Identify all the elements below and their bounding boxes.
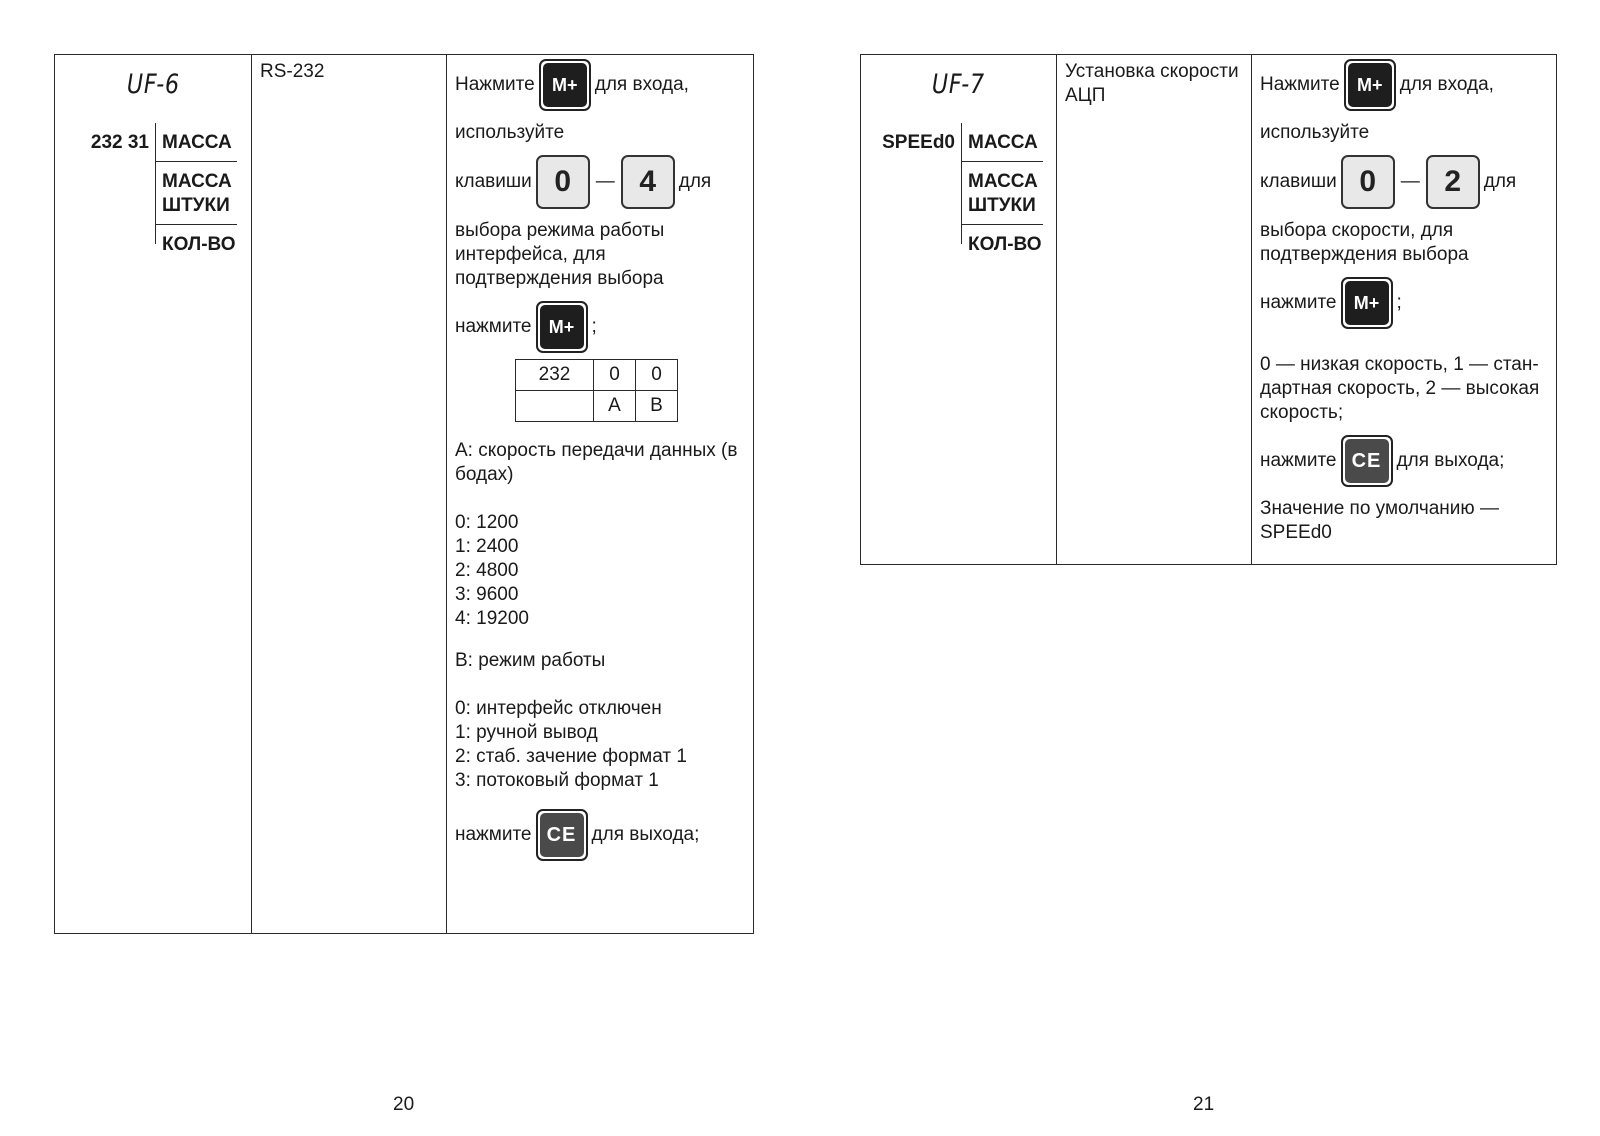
key-4-icon: 4 (620, 155, 675, 209)
instruction-text: Нажмите (1260, 74, 1340, 95)
parameter-description: Установка скорости АЦП (1065, 61, 1239, 106)
instructions-column: Нажмите M+ для входа, используйте клавиш… (447, 55, 753, 933)
list-item: 3: потоковый формат 1 (455, 770, 659, 791)
parameter-description: RS-232 (260, 61, 325, 82)
enter-instruction: Нажмите M+ для входа, (455, 59, 745, 111)
list-item: 0: 1200 (455, 512, 519, 533)
instruction-text: используйте (1260, 122, 1370, 143)
parameter-value: SPEEd0 (882, 132, 955, 153)
ce-key-icon: CE (1340, 435, 1393, 487)
format-cell: 232 (515, 359, 594, 391)
confirm-instruction: нажмите M+ ; (455, 301, 745, 353)
format-cell: B (635, 390, 678, 422)
list-item: 2: 4800 (455, 560, 519, 581)
mode-item: КОЛ-ВО (968, 234, 1042, 255)
format-cell: A (593, 390, 636, 422)
instructions-column: Нажмите M+ для входа, используйте клавиш… (1252, 55, 1556, 564)
list-item: 0: интерфейс отключен (455, 698, 662, 719)
dash: — (1400, 171, 1420, 192)
ce-key-icon: CE (535, 809, 588, 861)
format-cell: 0 (635, 359, 678, 391)
instruction-text: используйте (455, 122, 565, 143)
mode-options-list: 0: интерфейс отключен 1: ручной вывод 2:… (455, 697, 745, 793)
dash: — (595, 171, 615, 192)
instruction-text: ; (1396, 292, 1402, 313)
page-number-left: 20 (393, 1094, 415, 1115)
page-number-right: 21 (1193, 1094, 1215, 1115)
list-item: 1: 2400 (455, 536, 519, 557)
mode-item: МАССА (156, 123, 237, 162)
list-item: 4: 19200 (455, 608, 529, 629)
description-column: Установка скорости АЦП (1057, 55, 1252, 564)
key-0-icon: 0 (535, 155, 590, 209)
instruction-text: для выхода; (591, 824, 700, 845)
list-item: 1: ручной вывод (455, 722, 598, 743)
exit-instruction: нажмите CE для выхода; (1260, 435, 1548, 487)
instruction-text: нажмите (455, 316, 532, 337)
keys-instruction: клавиши 0 — 2 для (1260, 155, 1548, 209)
instruction-text: клавиши (455, 171, 532, 192)
instruction-text: ; (591, 316, 597, 337)
instruction-text: для (1483, 171, 1517, 192)
instruction-text: нажмите (1260, 450, 1337, 471)
keys-instruction: клавиши 0 — 4 для (455, 155, 745, 209)
mode-item: КОЛ-ВО (162, 234, 236, 255)
baud-list: 0: 1200 1: 2400 2: 4800 3: 9600 4: 19200 (455, 511, 745, 631)
instruction-text: выбора режима работы интерфейса, для под… (455, 220, 665, 289)
instruction-text: для выхода; (1396, 450, 1505, 471)
list-item: 2: стаб. зачение формат 1 (455, 746, 687, 767)
description-column: RS-232 (252, 55, 447, 933)
instruction-text: для (678, 171, 712, 192)
parameter-value: 232 31 (90, 132, 149, 153)
instruction-text: для входа, (594, 74, 689, 95)
instruction-text: Нажмите (455, 74, 535, 95)
a-section-title: A: скорость передачи данных (в бодах) (455, 440, 738, 485)
instruction-text: клавиши (1260, 171, 1337, 192)
format-table: 232 0 0 A B (515, 359, 678, 422)
key-2-icon: 2 (1425, 155, 1480, 209)
default-value-note: Значение по умолчанию — SPEEd0 (1260, 498, 1499, 543)
m-plus-key-icon: M+ (538, 59, 591, 111)
instruction-text: нажмите (455, 824, 532, 845)
instruction-text: для входа, (1399, 74, 1494, 95)
m-plus-key-icon: M+ (1340, 277, 1393, 329)
format-cell: 0 (593, 359, 636, 391)
format-cell (515, 390, 594, 422)
b-section-title: B: режим работы (455, 650, 606, 671)
speed-options: 0 — низкая скорость, 1 — стан-дартная ск… (1260, 354, 1540, 423)
mode-item: МАССА (962, 123, 1043, 162)
list-item: 3: 9600 (455, 584, 519, 605)
enter-instruction: Нажмите M+ для входа, (1260, 59, 1548, 111)
m-plus-key-icon: M+ (1343, 59, 1396, 111)
instruction-text: выбора скорости, для подтверждения выбор… (1260, 220, 1469, 265)
lcd-display-code: UF-6 (126, 69, 180, 100)
instruction-text: нажмите (1260, 292, 1337, 313)
exit-instruction: нажмите CE для выхода; (455, 809, 745, 861)
m-plus-key-icon: M+ (535, 301, 588, 353)
key-0-icon: 0 (1340, 155, 1395, 209)
confirm-instruction: нажмите M+ ; (1260, 277, 1548, 329)
lcd-display-code: UF-7 (931, 69, 986, 100)
